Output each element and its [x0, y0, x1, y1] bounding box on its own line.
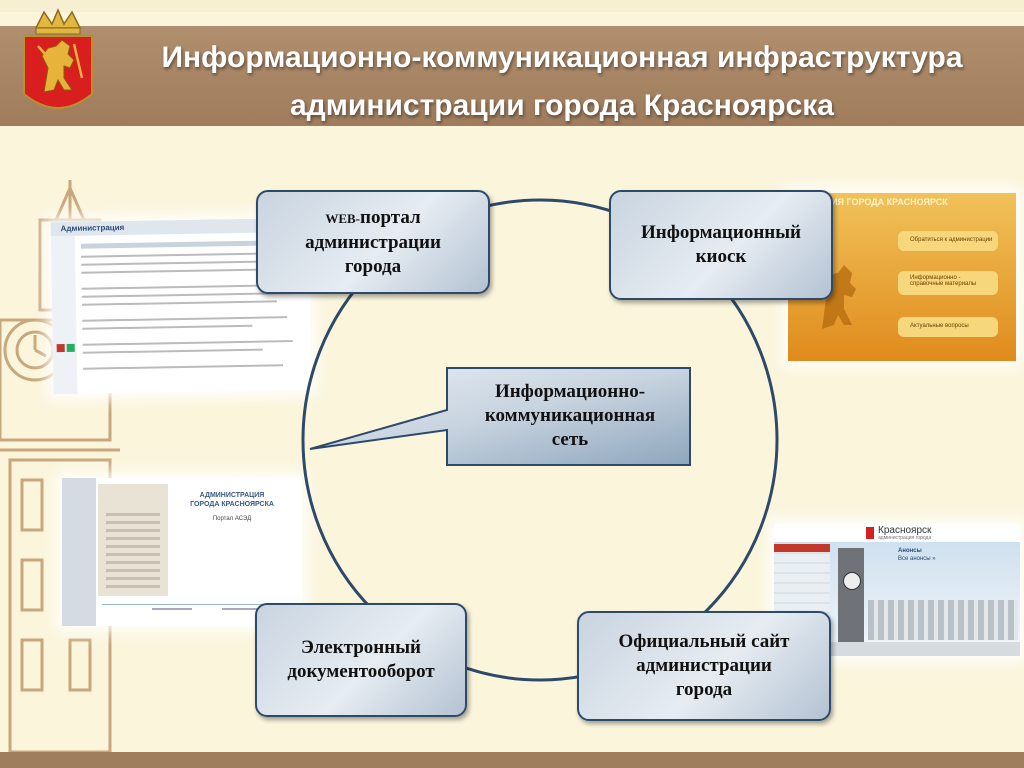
site-brand: Красноярск: [878, 525, 932, 536]
slide-title-line-2: администрации города Красноярска: [290, 89, 834, 122]
slide-title: Информационно-коммуникационная инфрастру…: [100, 34, 1024, 130]
kiosk-line-1: Информационный: [640, 222, 802, 243]
network-line-3: сеть: [551, 429, 589, 450]
edoc-screenshot: АДМИНИСТРАЦИЯ ГОРОДА КРАСНОЯРСКА Портал …: [62, 478, 302, 626]
kiosk-button-2: Информационно - справочные материалы: [910, 275, 977, 287]
network-ring: [301, 198, 779, 682]
node-web-portal: WEB-портал администрации города: [256, 190, 490, 294]
site-announce: Анонсы: [898, 548, 922, 554]
network-line-1: Информационно-: [494, 381, 646, 402]
web-portal-line-1: портал: [360, 206, 421, 228]
site-tagline: администрация города: [878, 535, 932, 541]
web-prefix: WEB-: [325, 210, 360, 226]
site-line-3: города: [675, 679, 733, 700]
kiosk-line-2: киоск: [695, 246, 747, 267]
network-callout-box: [309, 367, 691, 466]
kiosk-button-3: Актуальные вопросы: [910, 323, 969, 329]
slide-title-line-1: Информационно-коммуникационная инфрастру…: [161, 41, 963, 74]
kiosk-button-1: Обратиться к администрации: [910, 237, 993, 243]
site-line-1: Официальный сайт: [618, 631, 790, 652]
node-kiosk: Информационный киоск: [609, 190, 833, 300]
coat-of-arms-icon: [23, 8, 93, 109]
site-line-2: администрации: [636, 655, 772, 676]
web-portal-line-2: администрации: [305, 231, 441, 253]
node-edoc: Электронный документооборот: [255, 603, 467, 717]
network-callout-text: Информационно- коммуникационная сеть: [450, 380, 690, 452]
edoc-line-1: Электронный: [301, 637, 421, 658]
bottom-bar: [0, 752, 1024, 768]
edoc-header-2: ГОРОДА КРАСНОЯРСКА: [190, 501, 274, 508]
kiosk-screenshot-header: АЦИЯ ГОРОДА КРАСНОЯРСК: [818, 197, 948, 207]
node-official-site: Официальный сайт администрации города: [577, 611, 831, 721]
network-line-2: коммуникационная: [484, 405, 656, 426]
header-bar: [0, 26, 1024, 126]
edoc-subtitle: Портал АСЭД: [212, 516, 252, 522]
site-announce-link: Все анонсы »: [898, 556, 936, 562]
edoc-header-1: АДМИНИСТРАЦИЯ: [199, 492, 265, 499]
edoc-line-2: документооборот: [287, 661, 435, 682]
web-portal-line-3: города: [344, 255, 402, 277]
top-band: [0, 0, 1024, 12]
